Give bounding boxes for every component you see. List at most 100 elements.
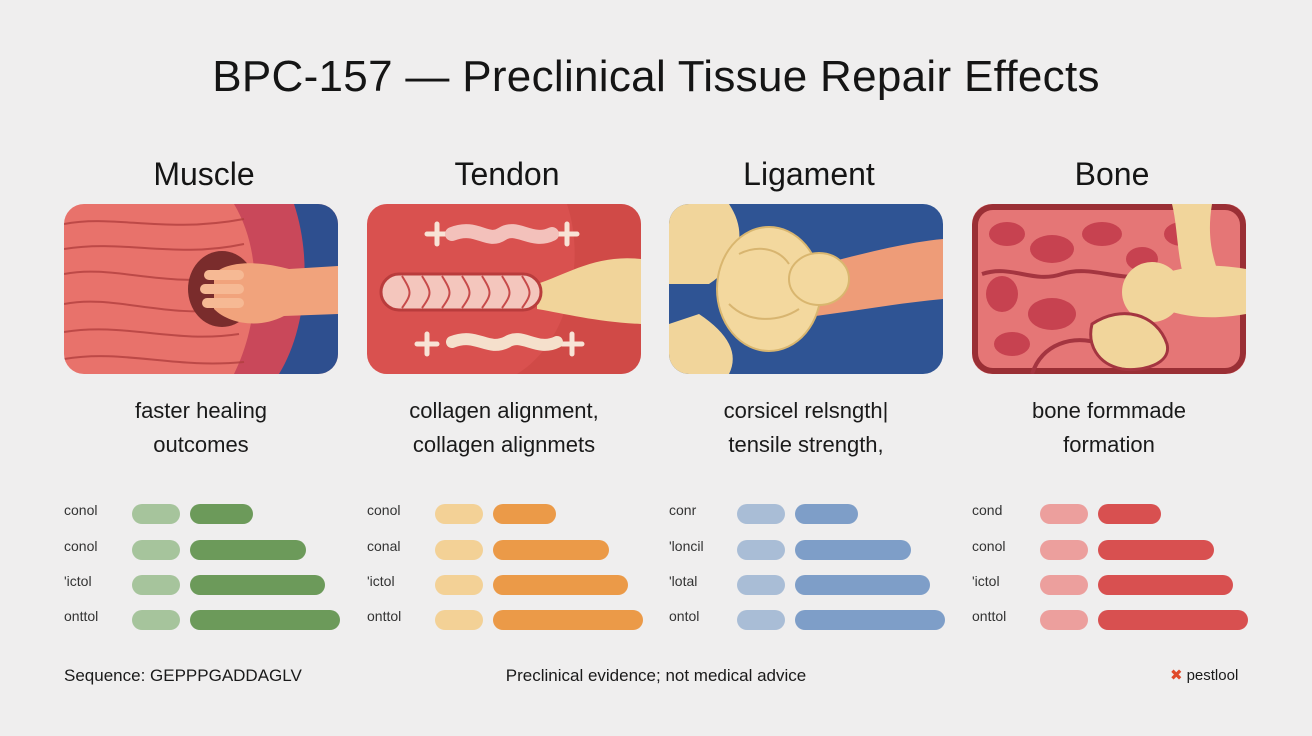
control-bar xyxy=(132,575,180,595)
panel-caption: bone formmade formation xyxy=(972,394,1246,462)
bar-label: 'loncil xyxy=(669,538,704,554)
disclaimer-text: Preclinical evidence; not medical advice xyxy=(505,666,807,685)
tendon-image xyxy=(367,204,641,374)
panel-caption: collagen alignment, collagen alignmets xyxy=(367,394,641,462)
bar-label: conol xyxy=(64,502,98,518)
caption-line: bone formmade xyxy=(1031,398,1187,423)
value-bar xyxy=(190,610,340,630)
value-bar xyxy=(1098,575,1233,595)
bar-row: conr xyxy=(669,500,949,524)
bar-group: conr 'loncil 'lotal ontol xyxy=(669,498,949,630)
value-bar xyxy=(190,504,253,524)
control-bar xyxy=(1040,610,1088,630)
control-bar xyxy=(737,540,785,560)
panel-title: Tendon xyxy=(454,156,560,192)
panel-title: Bone xyxy=(1074,156,1150,192)
control-bar xyxy=(132,540,180,560)
control-bar xyxy=(132,504,180,524)
bar-label: 'ictol xyxy=(972,573,1000,589)
ligament-illustration xyxy=(669,204,943,374)
bar-row: onttol xyxy=(972,606,1252,630)
caption-line: tensile strength, xyxy=(728,432,884,457)
control-bar xyxy=(435,504,483,524)
value-bar xyxy=(493,610,643,630)
bar-row: 'ictol xyxy=(367,571,647,595)
bar-label: cond xyxy=(972,502,1003,518)
value-bar xyxy=(795,610,945,630)
x-mark-icon: ✖ xyxy=(1170,667,1183,684)
value-bar xyxy=(795,575,930,595)
panel-title: Muscle xyxy=(153,156,255,192)
panel-caption: corsicel relsngth| tensile strength, xyxy=(669,394,943,462)
value-bar xyxy=(1098,540,1214,560)
control-bar xyxy=(1040,540,1088,560)
value-bar xyxy=(190,540,306,560)
caption-line: formation xyxy=(1063,432,1155,457)
bar-group: conol conol 'ictol onttol xyxy=(64,498,344,630)
bar-row: onttol xyxy=(64,606,344,630)
bar-label: ontol xyxy=(669,608,700,624)
control-bar xyxy=(132,610,180,630)
control-bar xyxy=(1040,504,1088,524)
value-bar xyxy=(795,540,911,560)
control-bar xyxy=(737,504,785,524)
bar-label: onttol xyxy=(367,608,402,624)
value-bar xyxy=(1098,504,1161,524)
sequence-text: Sequence: GEPPPGADDAGLV xyxy=(64,666,302,685)
bar-row: conol xyxy=(367,500,647,524)
bar-row: conol xyxy=(64,500,344,524)
ligament-image xyxy=(669,204,943,374)
bar-row: cond xyxy=(972,500,1252,524)
control-bar xyxy=(435,575,483,595)
panel-tendon: Tendon c xyxy=(367,0,647,650)
control-bar xyxy=(737,610,785,630)
control-bar xyxy=(435,610,483,630)
bar-label: 'lotal xyxy=(669,573,698,589)
bar-label: onttol xyxy=(64,608,99,624)
bar-row: ontol xyxy=(669,606,949,630)
control-bar xyxy=(435,540,483,560)
value-bar xyxy=(493,540,609,560)
caption-line: corsicel relsngth| xyxy=(723,398,889,423)
bone-illustration xyxy=(972,204,1246,374)
bar-label: conal xyxy=(367,538,401,554)
bar-group: conol conal 'ictol onttol xyxy=(367,498,647,630)
muscle-image xyxy=(64,204,338,374)
value-bar xyxy=(493,575,628,595)
bar-row: conol xyxy=(972,536,1252,560)
bar-group: cond conol 'ictol onttol xyxy=(972,498,1252,630)
panel-bone: Bone bone formmad xyxy=(972,0,1252,650)
value-bar xyxy=(1098,610,1248,630)
bar-label: conol xyxy=(64,538,98,554)
bar-label: conr xyxy=(669,502,697,518)
value-bar xyxy=(493,504,556,524)
bar-label: 'ictol xyxy=(64,573,92,589)
bar-row: conal xyxy=(367,536,647,560)
bar-row: conol xyxy=(64,536,344,560)
bar-label: onttol xyxy=(972,608,1007,624)
panel-muscle: Muscle faster healing outcome xyxy=(64,0,344,650)
panel-caption: faster healing outcomes xyxy=(64,394,338,462)
panel-ligament: Ligament corsicel relsngth| tensile stre… xyxy=(669,0,949,650)
bone-image xyxy=(972,204,1246,374)
caption-line: faster healing xyxy=(134,398,268,423)
tendon-illustration xyxy=(367,204,641,374)
page-title: BPC-157 — Preclinical Tissue Repair Effe… xyxy=(212,52,1100,101)
brand-logo: ✖pestlool xyxy=(1170,666,1238,684)
bar-label: conol xyxy=(972,538,1006,554)
caption-line: collagen alignmets xyxy=(412,432,596,457)
control-bar xyxy=(1040,575,1088,595)
value-bar xyxy=(190,575,325,595)
bar-row: 'ictol xyxy=(64,571,344,595)
control-bar xyxy=(737,575,785,595)
bar-label: 'ictol xyxy=(367,573,395,589)
brand-name: pestlool xyxy=(1186,667,1239,684)
bar-row: 'ictol xyxy=(972,571,1252,595)
panel-title: Ligament xyxy=(743,156,875,192)
value-bar xyxy=(795,504,858,524)
caption-line: collagen alignment, xyxy=(409,398,599,423)
bar-row: onttol xyxy=(367,606,647,630)
bar-row: 'loncil xyxy=(669,536,949,560)
bar-row: 'lotal xyxy=(669,571,949,595)
caption-line: outcomes xyxy=(153,432,249,457)
